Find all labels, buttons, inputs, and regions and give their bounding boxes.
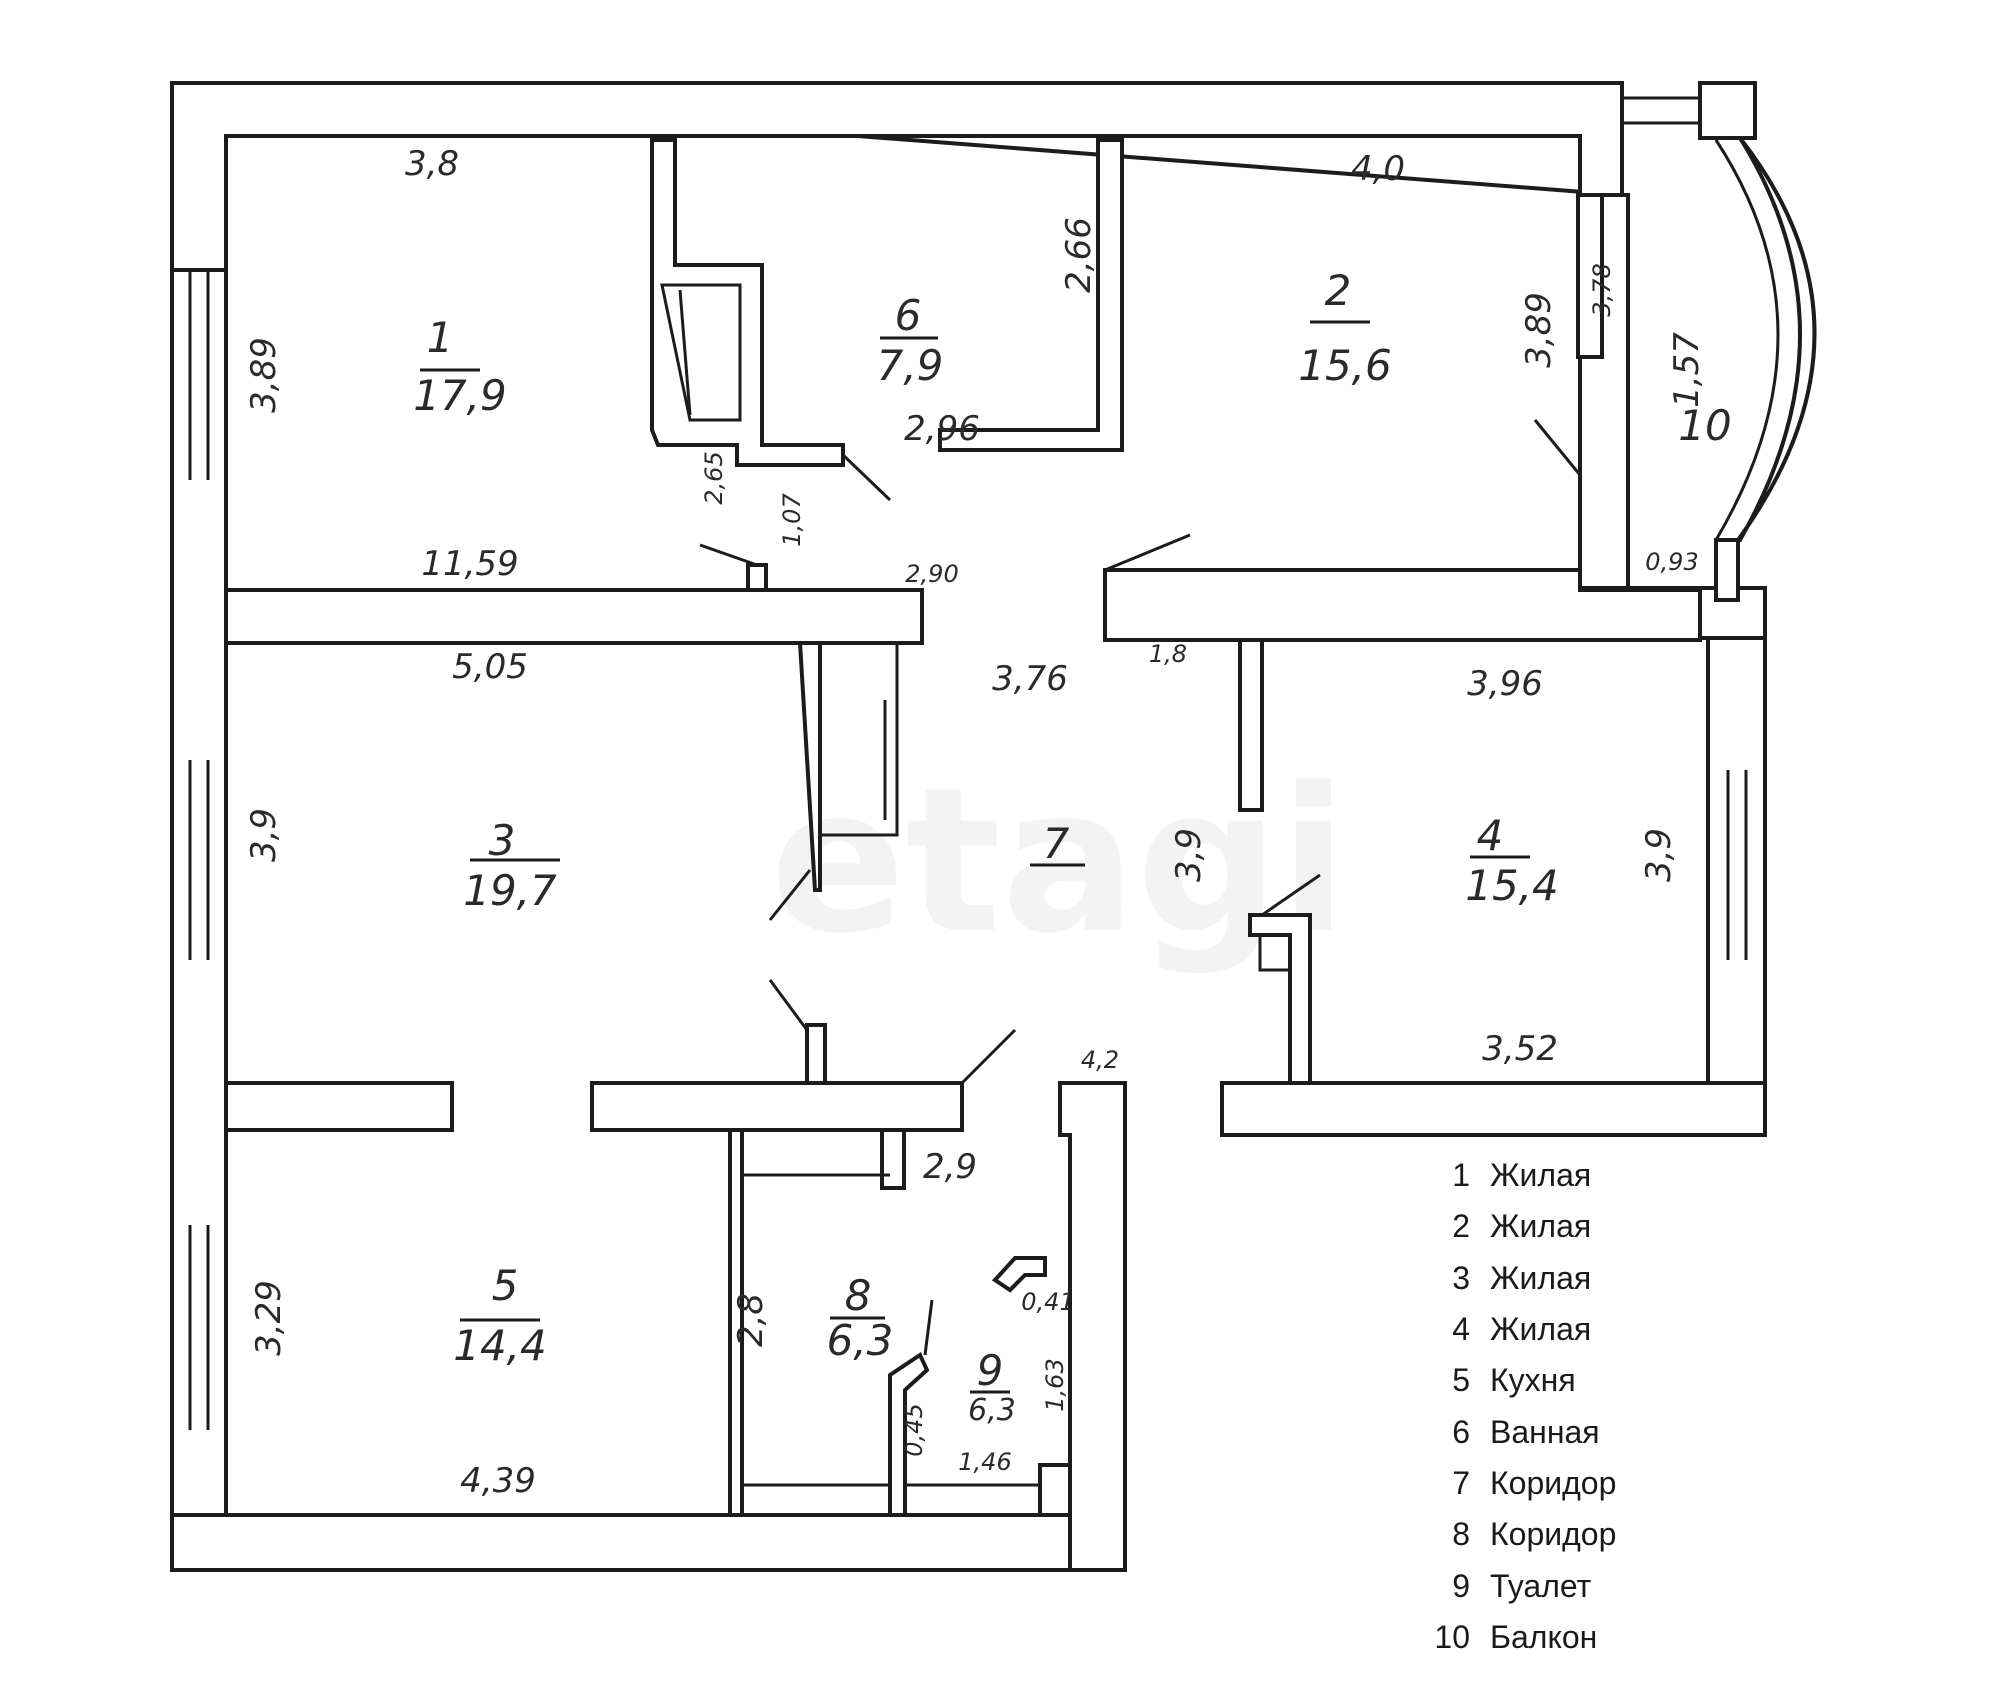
dimension: 1,63 (1041, 1358, 1069, 1411)
room-10-label: 10 (1678, 401, 1731, 450)
wall-room4-bottom (1220, 1081, 1767, 1137)
dimension: 1,8 (1149, 640, 1187, 668)
dimension: 3,78 (1588, 263, 1616, 316)
dimension: 0,93 (1645, 548, 1698, 576)
svg-text:3: 3 (489, 816, 516, 865)
dimension: 3,52 (1482, 1029, 1558, 1069)
room-2-label: 2 15,6 (1298, 266, 1392, 390)
dimension: 3,9 (1169, 828, 1209, 882)
dimension: 3,76 (992, 659, 1068, 699)
dimension: 5,05 (452, 647, 528, 687)
svg-text:2: 2 (1325, 266, 1352, 315)
dimension: 2,66 (1059, 217, 1099, 293)
wall-room1-room3 (224, 588, 924, 645)
room-7-label: 7 (1030, 819, 1085, 868)
dimension: 11,59 (421, 544, 518, 584)
room2-details (1576, 193, 1604, 570)
room-9-label: 9 6,3 (968, 1346, 1016, 1428)
dimension: 2,65 (700, 451, 728, 504)
room-labels: 1 17,9 2 15,6 3 19,7 4 15,4 5 14,4 6 7,9 (413, 266, 1731, 1428)
dimension: 2,8 (731, 1293, 771, 1347)
dimension: 3,89 (244, 337, 284, 413)
svg-text:15,6: 15,6 (1298, 341, 1392, 390)
dimension: 1,46 (958, 1448, 1011, 1476)
bathroom-walls (650, 138, 1124, 592)
room-4-label: 4 15,4 (1465, 811, 1559, 910)
windows-left (188, 270, 1748, 1430)
room-6-label: 6 7,9 (877, 291, 944, 390)
room-5-label: 5 14,4 (453, 1261, 547, 1370)
dimension: 2,9 (923, 1147, 977, 1187)
wall-right-room4 (1706, 586, 1767, 1137)
dimension: 1,07 (778, 493, 806, 547)
balcony (1620, 81, 1817, 602)
room3-partition (797, 641, 899, 892)
room-1-label: 1 17,9 (413, 313, 507, 420)
wall-left (170, 268, 228, 1572)
room-3-label: 3 19,7 (463, 816, 560, 915)
svg-text:10: 10 (1678, 401, 1731, 450)
svg-text:7,9: 7,9 (877, 341, 944, 390)
door-marks (699, 419, 1582, 1356)
dimension: 4,0 (1351, 149, 1405, 189)
dimension: 4,2 (1081, 1046, 1119, 1074)
wall-bottom (170, 1513, 1127, 1572)
svg-text:14,4: 14,4 (453, 1321, 547, 1370)
dimension: 0,45 (900, 1403, 928, 1456)
dimension: 3,29 (249, 1280, 289, 1356)
dimension: 3,9 (244, 808, 284, 862)
svg-text:8: 8 (845, 1271, 872, 1320)
svg-text:17,9: 17,9 (413, 371, 507, 420)
dimension: 1,57 (1667, 332, 1707, 408)
svg-text:5: 5 (492, 1261, 519, 1310)
svg-text:9: 9 (977, 1346, 1004, 1395)
room-8-label: 8 6,3 (827, 1271, 894, 1365)
wall-room4-left (1238, 638, 1264, 812)
svg-text:1: 1 (427, 313, 454, 362)
dimension-labels: 3,8 3,89 11,59 2,65 1,07 2,66 2,96 2,90 … (244, 144, 1707, 1501)
svg-text:6,3: 6,3 (827, 1316, 894, 1365)
dimension: 4,39 (460, 1461, 536, 1501)
dimension: 3,96 (1467, 664, 1543, 704)
dimension: 3,9 (1639, 828, 1679, 882)
dimension: 0,41 (1021, 1288, 1074, 1316)
lower-walls (224, 913, 1312, 1572)
dimension: 2,96 (904, 409, 980, 449)
dimension: 3,8 (405, 144, 459, 184)
dimension: 2,90 (905, 560, 958, 588)
svg-text:6,3: 6,3 (968, 1393, 1016, 1428)
svg-text:6: 6 (895, 291, 922, 340)
svg-text:19,7: 19,7 (463, 866, 557, 915)
svg-text:7: 7 (1043, 819, 1070, 868)
dimension: 3,89 (1519, 292, 1559, 368)
svg-text:4: 4 (1477, 811, 1504, 860)
svg-text:15,4: 15,4 (1465, 861, 1559, 910)
